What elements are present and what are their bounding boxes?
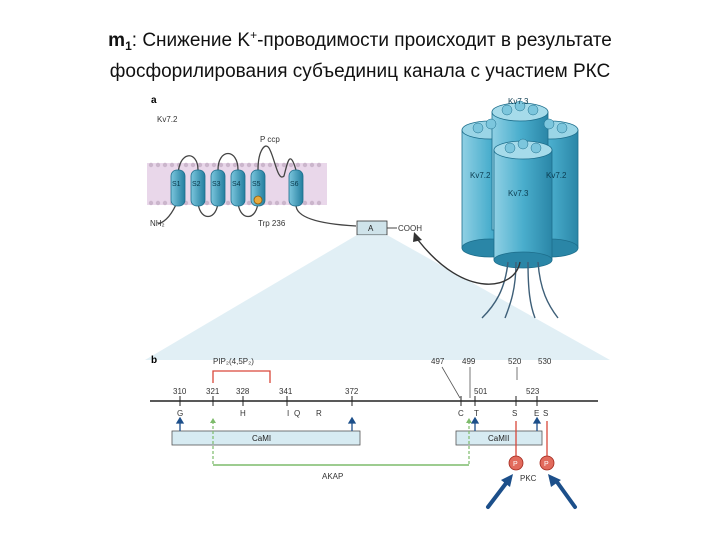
residue-number-499: 499: [462, 357, 476, 366]
cam1-binding-arrows: [175, 416, 542, 431]
pore-loop: [257, 145, 297, 178]
channel-tails: [417, 239, 559, 319]
cylinder-front: [493, 138, 553, 269]
residue-c: C: [458, 409, 464, 418]
tetramer-label-center: Kv7.3: [508, 189, 529, 198]
cooh-label: COOH: [398, 224, 422, 233]
phospho-site-2: [539, 455, 555, 471]
akap-arrowhead-left: [210, 418, 216, 423]
segment-label-s3: S3: [212, 181, 221, 188]
title-superscript: +: [250, 28, 258, 42]
residue-number-523: 523: [526, 387, 540, 396]
residue-number-321: 321: [206, 387, 220, 396]
akap-label: AKAP: [322, 472, 343, 481]
sequence-ticks: [179, 396, 538, 406]
residue-i: I: [287, 409, 289, 418]
panel-a-label: a: [151, 95, 157, 106]
cam1-label: CaMI: [252, 434, 271, 443]
cam2-label: CaMII: [488, 434, 509, 443]
residue-number-530: 530: [538, 357, 552, 366]
residue-number-328: 328: [236, 387, 250, 396]
residue-t: T: [474, 409, 479, 418]
slide-title: m1: Снижение K+-проводимости происходит …: [0, 22, 720, 85]
residue-number-310: 310: [173, 387, 187, 396]
kv72-subunit-label: Kv7.2: [157, 115, 178, 124]
phospho-site-1: [508, 455, 524, 471]
tetramer-label-top: Kv7.3: [508, 97, 529, 106]
helix-s1: [170, 169, 186, 207]
loop-s3-s4: [217, 152, 239, 171]
c-terminus-line: [295, 204, 357, 227]
helix-s4: [230, 169, 246, 207]
pkc-arrow-right: [548, 474, 577, 509]
residue-s-520: S: [512, 409, 517, 418]
helix-s3: [210, 169, 226, 207]
residue-number-341: 341: [279, 387, 293, 396]
residue-number-497: 497: [431, 357, 445, 366]
residue-q: Q: [294, 409, 300, 418]
residue-number-372: 372: [345, 387, 359, 396]
title-line-1: m1: Снижение K+-проводимости происходит …: [0, 22, 720, 59]
title-line1-part-a: : Снижение K: [131, 30, 251, 51]
helix-s5: [250, 169, 266, 207]
pccp-label: P ccp: [260, 135, 280, 144]
pkc-arrow-left: [486, 474, 513, 509]
tetramer-label-left: Kv7.2: [470, 171, 491, 180]
residue-r: R: [316, 409, 322, 418]
title-prefix-subscript: 1: [125, 39, 132, 53]
phospho-label-1: P: [513, 461, 518, 468]
segment-label-s6: S6: [290, 181, 299, 188]
title-prefix: m: [108, 30, 126, 51]
residue-s-530: S: [543, 409, 548, 418]
residue-number-520: 520: [508, 357, 522, 366]
tail-arrowhead: [413, 232, 422, 242]
tetramer-label-right: Kv7.2: [546, 171, 567, 180]
segment-label-s5: S5: [252, 181, 261, 188]
title-line1-part-b: -проводимости происходит в результате: [257, 30, 612, 51]
residue-g: G: [177, 409, 183, 418]
segment-label-s4: S4: [232, 181, 241, 188]
domain-a-label: A: [368, 224, 374, 233]
pkc-label: PKC: [520, 474, 537, 483]
trp236-residue-marker: [253, 195, 263, 205]
phospho-label-2: P: [544, 461, 549, 468]
residue-h: H: [240, 409, 246, 418]
leader-497: [441, 366, 461, 399]
nh2-label: NH₂: [150, 219, 165, 228]
zoom-fan: [145, 235, 610, 360]
residue-e: E: [534, 409, 539, 418]
akap-arrowhead-right: [466, 418, 472, 423]
title-line-2: фосфорилирования субъединиц канала с уча…: [109, 61, 611, 82]
residue-number-501: 501: [474, 387, 488, 396]
segment-label-s2: S2: [192, 181, 201, 188]
helix-s6: [288, 169, 304, 207]
channel-tetramer: [461, 100, 579, 269]
pip2-label: PIP₂(4,5P₂): [213, 357, 254, 366]
panel-b-label: b: [151, 355, 157, 366]
segment-label-s1: S1: [172, 181, 181, 188]
cam1-box: [171, 430, 361, 446]
pip2-bracket: [212, 370, 271, 383]
trp236-label: Trp 236: [258, 219, 286, 228]
helix-s2: [190, 169, 206, 207]
cam2-box: [455, 430, 543, 446]
